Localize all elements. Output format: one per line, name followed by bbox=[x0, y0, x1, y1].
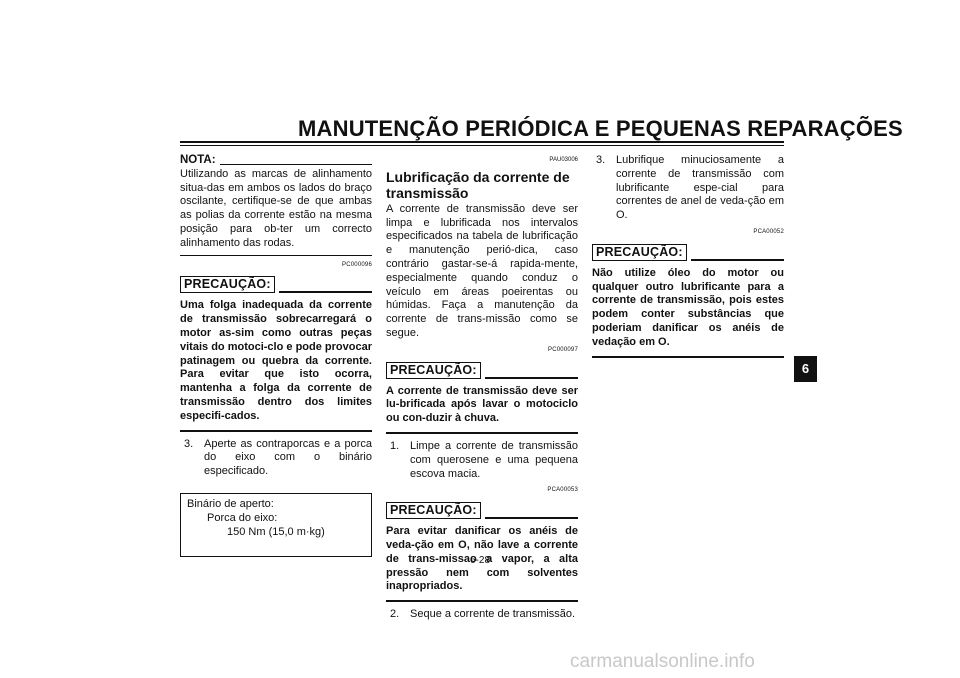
column-left: NOTA: Utilizando as marcas de alinhament… bbox=[180, 154, 372, 557]
ref-code: PAU03006 bbox=[549, 157, 578, 163]
note-end-rule bbox=[180, 254, 372, 256]
caution-end-rule bbox=[180, 429, 372, 432]
ref-code: PC000096 bbox=[342, 261, 372, 268]
note-label: NOTA: bbox=[180, 154, 216, 166]
caution-label: PRECAUÇÃO: bbox=[592, 243, 687, 261]
note-text: Utilizando as marcas de alinhamento situ… bbox=[180, 167, 372, 249]
chapter-tab: 6 bbox=[794, 356, 817, 382]
spec-item: Porca do eixo: bbox=[207, 511, 278, 524]
caution-text: Uma folga inadequada da corrente de tran… bbox=[180, 299, 372, 422]
note-rule bbox=[219, 163, 372, 165]
caution-end-rule bbox=[592, 355, 784, 358]
column-middle: PAU03006 Lubrificação da corrente de tra… bbox=[386, 154, 578, 622]
header-rule bbox=[180, 141, 784, 143]
caution-rule bbox=[690, 258, 784, 261]
torque-spec-box: Binário de aperto: Porca do eixo: 150 Nm… bbox=[180, 492, 372, 557]
step-number: 3. bbox=[184, 437, 194, 450]
step-item: 3. Aperte as contraporcas e a porca do e… bbox=[180, 438, 372, 479]
step-text: Aperte as contraporcas e a porca do eixo… bbox=[204, 437, 372, 478]
spec-value: 150 Nm (15,0 m·kg) bbox=[227, 525, 325, 538]
step-number: 3. bbox=[596, 154, 606, 166]
page-title: MANUTENÇÃO PERIÓDICA E PEQUENAS REPARAÇÕ… bbox=[298, 116, 903, 141]
caution-rule bbox=[484, 376, 578, 379]
step-item: 2. Seque a corrente de transmissão. bbox=[386, 608, 578, 622]
caution-heading: PRECAUÇÃO: bbox=[180, 276, 372, 294]
caution-heading: PRECAUÇÃO: bbox=[592, 243, 784, 261]
ref-code: PCA00053 bbox=[547, 487, 578, 494]
caution-end-rule bbox=[386, 431, 578, 434]
step-number: 1. bbox=[390, 439, 400, 452]
step-number: 2. bbox=[390, 608, 400, 621]
header-rule-thin bbox=[180, 145, 784, 146]
caution-heading: PRECAUÇÃO: bbox=[386, 361, 578, 379]
caution-end-rule bbox=[386, 600, 578, 603]
caution-rule bbox=[484, 517, 578, 520]
section-title: Lubrificação da corrente de transmissão bbox=[386, 168, 570, 201]
caution-text: Para evitar danificar os anéis de veda-ç… bbox=[386, 525, 578, 593]
watermark: carmanualsonline.info bbox=[570, 651, 755, 672]
step-text: Limpe a corrente de transmissão com quer… bbox=[410, 439, 578, 480]
step-item: 1. Limpe a corrente de transmissão com q… bbox=[386, 440, 578, 481]
spec-label: Binário de aperto: bbox=[187, 497, 274, 510]
caution-label: PRECAUÇÃO: bbox=[180, 276, 275, 294]
step-text: Lubrifique minuciosamente a corrente de … bbox=[616, 154, 784, 222]
page-number: 6-28 bbox=[470, 555, 491, 566]
note-heading: NOTA: bbox=[180, 154, 372, 168]
step-text: Seque a corrente de transmissão. bbox=[410, 608, 576, 621]
caution-label: PRECAUÇÃO: bbox=[386, 361, 481, 379]
caution-text: Não utilize óleo do motor ou qualquer ou… bbox=[592, 266, 784, 348]
ref-code: PC000097 bbox=[548, 346, 578, 353]
column-right: 3. Lubrifique minuciosamente a corrente … bbox=[592, 154, 784, 364]
caution-rule bbox=[278, 291, 372, 294]
caution-text: A corrente de transmissão deve ser lu-br… bbox=[386, 384, 578, 425]
caution-label: PRECAUÇÃO: bbox=[386, 502, 481, 520]
section-intro: A corrente de transmissão deve ser limpa… bbox=[386, 202, 578, 339]
ref-code: PCA00052 bbox=[753, 228, 784, 235]
caution-heading: PRECAUÇÃO: bbox=[386, 502, 578, 520]
step-item: 3. Lubrifique minuciosamente a corrente … bbox=[592, 154, 784, 223]
